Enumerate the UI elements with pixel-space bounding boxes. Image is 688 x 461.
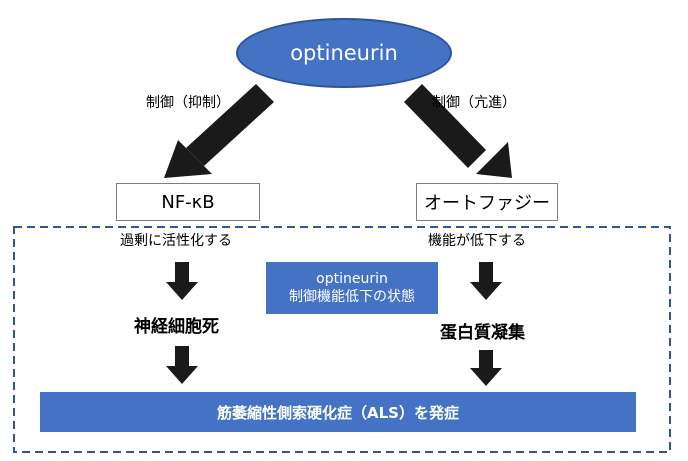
als-banner-label: 筋萎縮性側索硬化症（ALS）を発症: [217, 403, 459, 422]
als-banner: 筋萎縮性側索硬化症（ALS）を発症: [40, 392, 636, 432]
left-status-label: 過剰に活性化する: [120, 233, 232, 249]
right-edge-label: 制御（亢進）: [432, 95, 516, 111]
arrow-down-right-1: [470, 262, 502, 300]
autophagy-box-label: オートファジー: [424, 193, 550, 214]
state-box-line2: 制御機能低下の状態: [289, 289, 415, 305]
nfkb-box: NF-κB: [116, 183, 260, 221]
arrow-left-diagonal: [164, 84, 274, 178]
left-edge-label: 制御（抑制）: [146, 95, 230, 111]
arrow-down-left-1: [166, 262, 198, 300]
state-box-line1: optineurin: [316, 271, 388, 287]
nfkb-box-label: NF-κB: [161, 191, 215, 213]
state-box: optineurin 制御機能低下の状態: [266, 262, 438, 314]
optineurin-node-label: optineurin: [290, 41, 398, 65]
right-status-label: 機能が低下する: [428, 233, 526, 249]
left-result-label: 神経細胞死: [134, 317, 219, 337]
arrow-down-right-2: [470, 350, 502, 386]
autophagy-box: オートファジー: [416, 183, 558, 221]
optineurin-node: optineurin: [236, 18, 452, 88]
right-result-label: 蛋白質凝集: [440, 323, 525, 343]
arrow-down-left-2: [166, 346, 198, 384]
dashed-region-border: [13, 226, 671, 453]
arrow-right-diagonal: [404, 84, 512, 178]
